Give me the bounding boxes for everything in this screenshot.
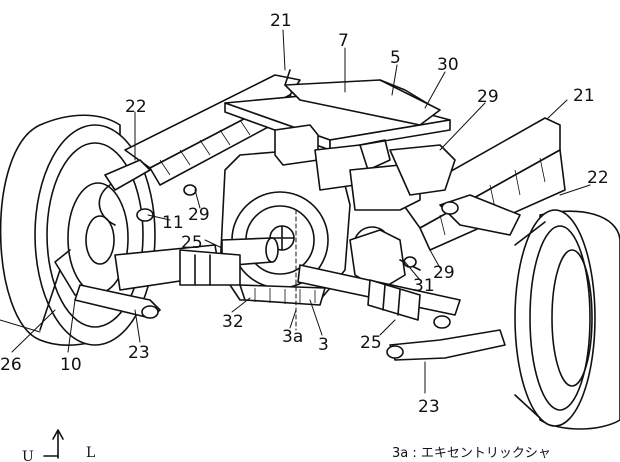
label-29-left: 29 — [188, 205, 210, 225]
label-26: 26 — [0, 355, 22, 375]
label-10: 10 — [60, 355, 82, 375]
label-3a: 3a — [282, 327, 303, 347]
label-11: 11 — [162, 213, 184, 233]
drive-shafts — [114, 244, 461, 321]
label-31: 31 — [413, 276, 435, 296]
label-21-top: 21 — [270, 11, 292, 31]
side-frame-rails — [124, 74, 566, 251]
label-29-upper: 29 — [477, 87, 499, 107]
drive-unit — [219, 124, 391, 306]
label-22-right: 22 — [587, 168, 609, 188]
label-23-right: 23 — [418, 397, 440, 417]
label-5: 5 — [390, 48, 401, 68]
leader-lines — [11, 29, 591, 394]
orientation-axis: U L — [22, 429, 95, 462]
label-22-left: 22 — [125, 97, 147, 117]
lower-arms — [74, 284, 506, 361]
axis-left-label: L — [86, 445, 95, 461]
label-25-right: 25 — [360, 333, 382, 353]
label-30: 30 — [437, 55, 459, 75]
right-wheel — [514, 209, 620, 430]
label-23-left: 23 — [128, 343, 150, 363]
axis-up-label: U — [22, 449, 34, 462]
rear-frame — [284, 69, 441, 126]
label-3: 3 — [318, 335, 329, 355]
inverter-unit — [349, 144, 456, 291]
label-32: 32 — [222, 312, 244, 332]
label-21-right: 21 — [573, 86, 595, 106]
label-29-right: 29 — [433, 263, 455, 283]
legend-caption: 3a : エキセントリックシャ — [392, 446, 551, 461]
label-7: 7 — [338, 31, 349, 51]
label-25-left: 25 — [181, 233, 203, 253]
reference-numerals: 21 7 5 30 29 21 22 22 11 29 25 3a 3 31 2… — [0, 11, 609, 417]
